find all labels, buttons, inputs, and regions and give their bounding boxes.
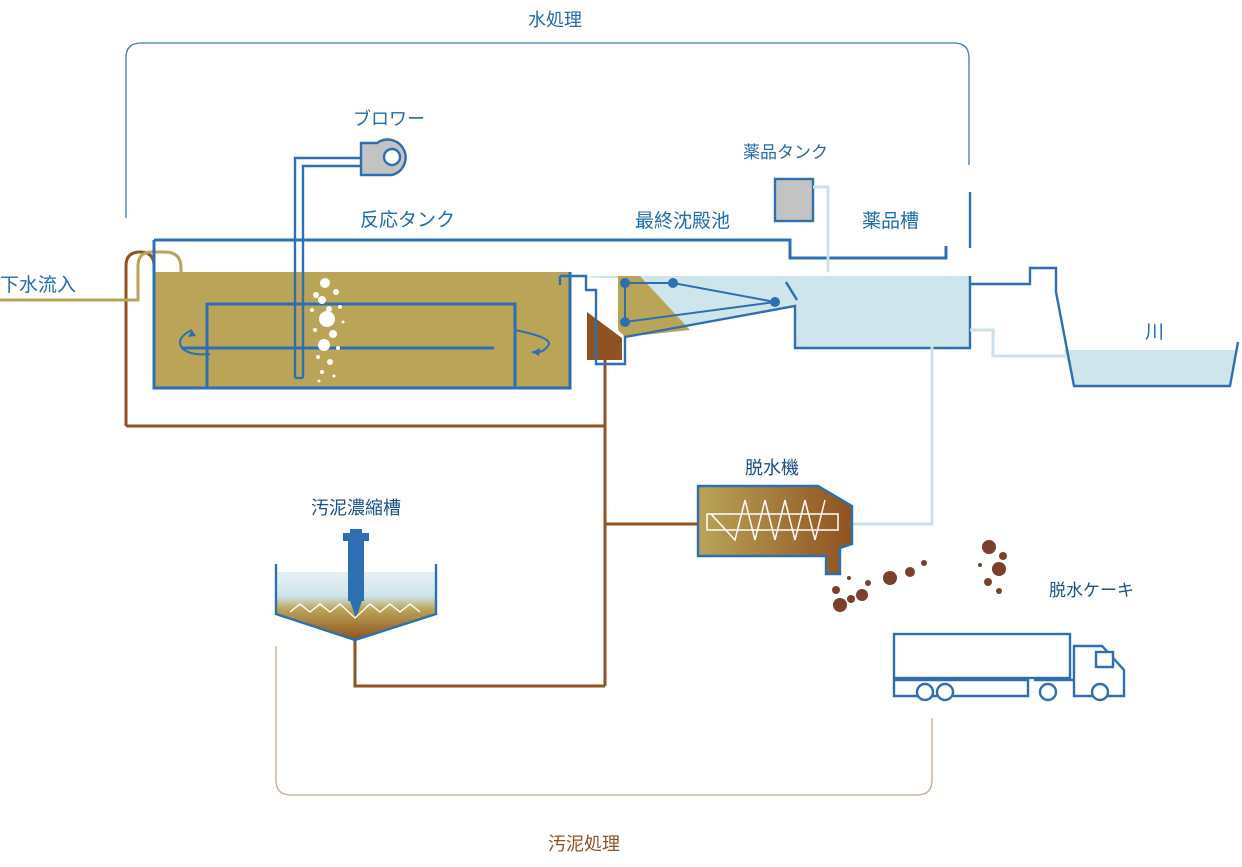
river	[970, 266, 1240, 388]
mixer-icon	[289, 529, 421, 619]
water-treatment-label: 水処理	[528, 10, 582, 31]
dewatering-machine	[696, 484, 854, 576]
final-sedimentation-tank	[558, 192, 972, 366]
air-bubbles	[310, 278, 345, 383]
sludge-thickener-label: 汚泥濃縮槽	[311, 498, 401, 519]
treated-water-line	[970, 328, 1072, 358]
dewatering-machine-label: 脱水機	[745, 458, 799, 479]
filtrate-line	[850, 346, 934, 526]
circulation-arrow-left	[179, 329, 211, 356]
water-treatment-bracket	[125, 42, 970, 218]
sludge-treatment-bracket	[275, 646, 933, 796]
sludge-scraper	[620, 278, 780, 327]
sewage-inflow-pipe	[0, 250, 183, 302]
sludge-thickener	[274, 529, 438, 642]
truck-icon	[892, 632, 1126, 702]
reaction-tank-label: 反応タンク	[360, 209, 456, 231]
final-sedimentation-label: 最終沈殿池	[635, 210, 731, 232]
blower-label: ブロワー	[353, 109, 425, 130]
chemical-tank-label: 薬品タンク	[743, 143, 828, 163]
air-pipe	[293, 156, 361, 378]
river-label: 川	[1145, 321, 1165, 343]
screw-conveyor-icon	[706, 499, 839, 542]
sludge-treatment-label: 汚泥処理	[548, 834, 620, 855]
chemical-basin-label: 薬品槽	[862, 210, 920, 232]
chemical-tank	[773, 177, 830, 272]
sludge-return-lines	[124, 250, 698, 688]
dewatered-cake-particles	[832, 540, 1007, 612]
dewatered-cake-label: 脱水ケーキ	[1049, 581, 1134, 601]
blower-icon	[359, 138, 407, 177]
sewage-inflow-label: 下水流入	[0, 274, 77, 296]
